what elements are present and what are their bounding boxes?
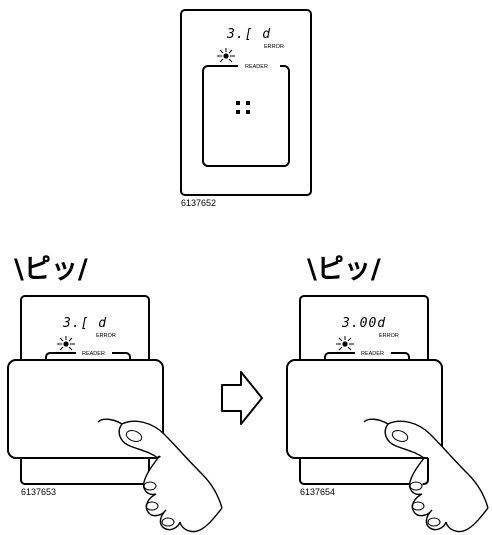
left-reader-panel: \ピッ/ 3.[ d ERROR READER 6137653 bbox=[7, 254, 223, 533]
figure-code: 6137652 bbox=[181, 198, 216, 208]
error-label: ERROR bbox=[96, 333, 116, 339]
display-value: 3.[ d bbox=[62, 316, 107, 331]
error-label: ERROR bbox=[264, 44, 284, 50]
beep-text: \ピッ/ bbox=[14, 254, 88, 285]
reader-label: READER bbox=[245, 64, 268, 70]
right-reader-panel: \ピッ/ 3.00d ERROR READER 6137654 bbox=[286, 254, 489, 533]
beep-text: \ピッ/ bbox=[307, 254, 381, 285]
card-slot-dots-icon bbox=[236, 101, 250, 114]
error-label: ERROR bbox=[379, 333, 399, 339]
figure-code: 6137654 bbox=[300, 487, 335, 497]
display-value: 3.00d bbox=[341, 316, 386, 331]
reader-label: READER bbox=[361, 351, 384, 357]
figure-code: 6137653 bbox=[21, 487, 56, 497]
reader-window bbox=[202, 65, 290, 167]
display-value: 3.[ d bbox=[226, 27, 271, 42]
reader-label: READER bbox=[82, 351, 105, 357]
right-arrow-icon bbox=[221, 371, 263, 425]
top-reader-panel: 3.[ d ERROR READER 6137652 bbox=[180, 9, 312, 208]
